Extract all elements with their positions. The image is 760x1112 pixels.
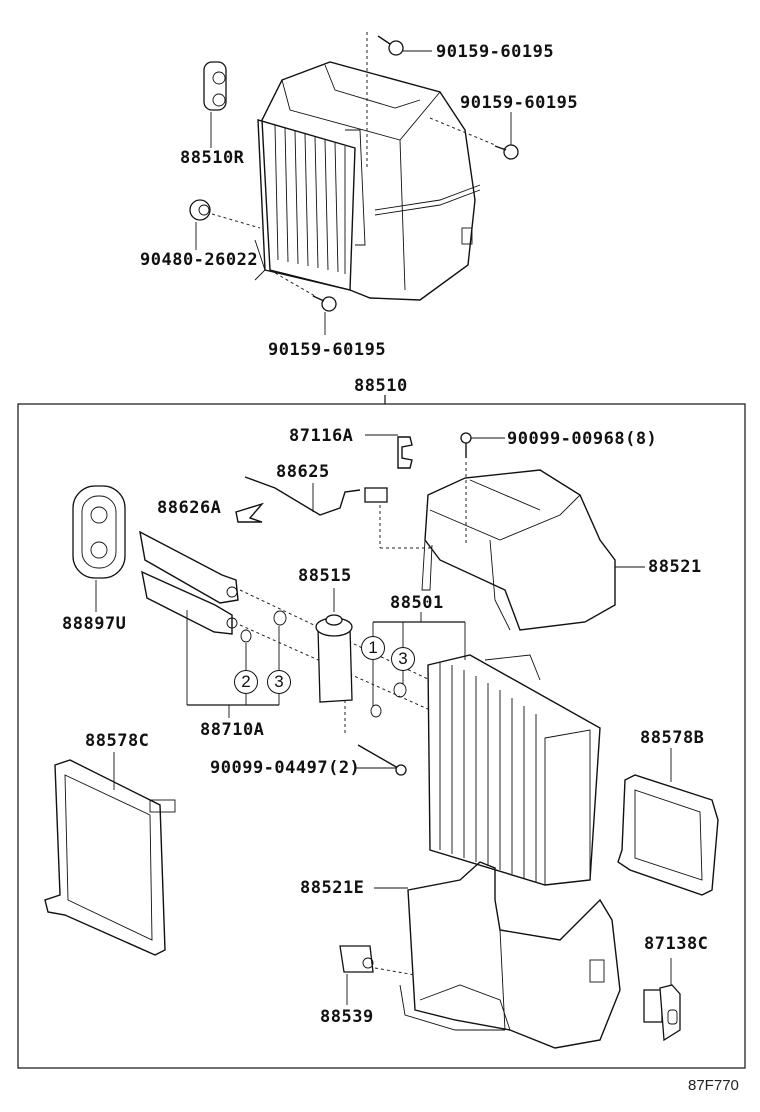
packing-88578c-illustration [44,752,176,956]
part-label-90159-60195-right[interactable]: 90159-60195 [460,93,579,113]
diagram-reference-code: 87F770 [688,1077,739,1094]
part-label-88710a[interactable]: 88710A [200,720,265,740]
part-label-88515[interactable]: 88515 [298,566,352,586]
evaporator-88501-illustration [370,612,601,886]
part-label-90159-60195-top[interactable]: 90159-60195 [436,42,555,62]
callout-3-evaporator: 3 [391,647,415,671]
bolt-90099-04497-illustration [355,744,407,776]
part-label-90099-04497[interactable]: 90099-04497(2) [210,758,361,778]
part-label-88578c[interactable]: 88578C [85,731,150,751]
part-label-90480-26022[interactable]: 90480-26022 [140,250,259,270]
part-label-88521e[interactable]: 88521E [300,878,365,898]
part-label-88510r[interactable]: 88510R [180,148,245,168]
part-label-88501[interactable]: 88501 [390,593,444,613]
part-label-88578b[interactable]: 88578B [640,728,705,748]
callout-2: 2 [234,670,258,694]
relay-87138c-illustration [643,958,681,1042]
clamp-88626a-illustration [235,502,265,523]
part-label-90159-60195-bottom[interactable]: 90159-60195 [268,340,387,360]
part-label-88625[interactable]: 88625 [276,462,330,482]
callout-1: 1 [361,636,385,660]
grommet-90480-illustration [189,199,261,250]
screw-right-illustration [429,112,519,160]
grommet-88510r-illustration [203,61,227,148]
part-label-88539[interactable]: 88539 [320,1007,374,1027]
part-label-90099-00968[interactable]: 90099-00968(8) [507,429,658,449]
expansion-valve-88515-illustration [315,588,353,736]
callout-3-tube: 3 [267,670,291,694]
upper-case-88521-illustration [380,469,645,631]
screw-90099-00968-illustration [460,432,505,545]
clip-87116a-illustration [365,434,413,469]
cooler-unit-illustration [254,61,481,301]
part-label-88510[interactable]: 88510 [354,376,408,396]
part-label-87138c[interactable]: 87138C [644,934,709,954]
thermistor-88625-illustration [244,476,388,548]
lower-case-88521e-illustration [374,861,621,1049]
part-label-88521[interactable]: 88521 [648,557,702,577]
screw-bottom-illustration [269,269,337,335]
amplifier-88539-illustration [339,945,374,1005]
screw-top-illustration [377,35,432,56]
packing-88578b-illustration [617,748,719,896]
part-label-87116a[interactable]: 87116A [289,426,354,446]
grommet-88897u-illustration [72,485,126,612]
part-label-88626a[interactable]: 88626A [157,498,222,518]
assembly-group-box [17,403,746,1069]
part-label-88897u[interactable]: 88897U [62,614,127,634]
